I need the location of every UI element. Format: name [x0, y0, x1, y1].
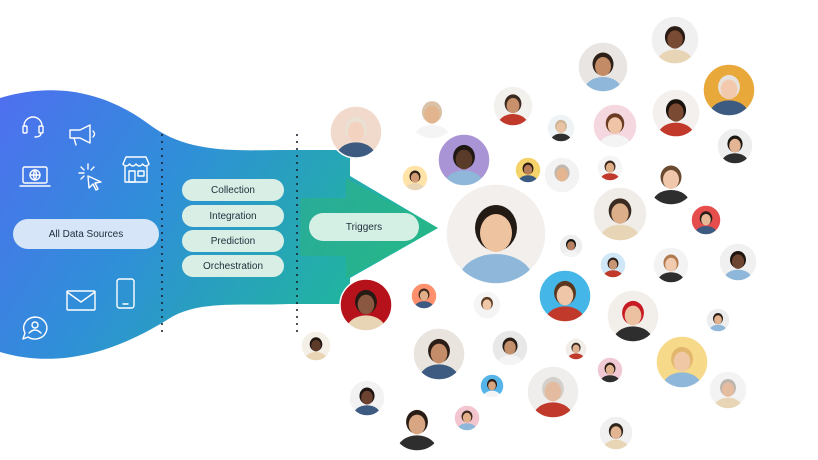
customer-avatar: [301, 331, 331, 369]
customer-avatar: [593, 104, 637, 159]
customer-avatar: [653, 247, 689, 292]
triggers-pill: Triggers: [309, 213, 419, 241]
customer-avatar: [646, 155, 696, 218]
customer-avatar: [709, 371, 747, 418]
customer-avatar: [600, 252, 626, 285]
customer-avatar: [493, 86, 533, 136]
customer-avatar: [719, 243, 757, 290]
customer-avatar: [652, 89, 700, 149]
stage-integration-pill: Integration: [182, 205, 284, 227]
customer-avatar: [391, 399, 443, 460]
customer-avatar: [607, 290, 659, 355]
customer-avatar: [547, 114, 575, 149]
customer-avatar: [559, 234, 583, 264]
customer-avatar: [492, 330, 528, 375]
customer-avatar: [454, 405, 480, 438]
customer-avatar: [706, 308, 730, 338]
customer-avatar: [599, 416, 633, 459]
customer-avatar: [544, 157, 580, 202]
customer-avatar: [539, 270, 591, 335]
customer-avatar: [717, 128, 753, 173]
stage-collection-pill: Collection: [182, 179, 284, 201]
customer-avatar: [656, 336, 708, 401]
customer-avatar: [593, 187, 647, 254]
customer-avatar: [515, 157, 541, 190]
customer-avatar: [340, 279, 392, 344]
customer-avatar: [473, 291, 501, 326]
customer-avatar: [703, 64, 755, 129]
customer-avatar: [413, 328, 465, 393]
customer-avatar: [527, 366, 579, 431]
customer-avatar: [349, 380, 385, 425]
customer-avatar: [402, 165, 428, 198]
customer-avatar: [691, 205, 721, 243]
customer-avatar: [411, 283, 437, 316]
customer-avatar: [446, 184, 546, 309]
stage-prediction-pill: Prediction: [182, 230, 284, 252]
customer-avatar: [651, 16, 699, 76]
customer-avatar: [480, 374, 504, 404]
customer-avatar: [578, 42, 628, 105]
customer-avatar: [597, 155, 623, 188]
stage-orchestration-pill: Orchestration: [182, 255, 284, 277]
customer-avatar: [565, 338, 587, 366]
all-data-sources-pill: All Data Sources: [13, 219, 159, 249]
customer-avatar: [597, 357, 623, 390]
